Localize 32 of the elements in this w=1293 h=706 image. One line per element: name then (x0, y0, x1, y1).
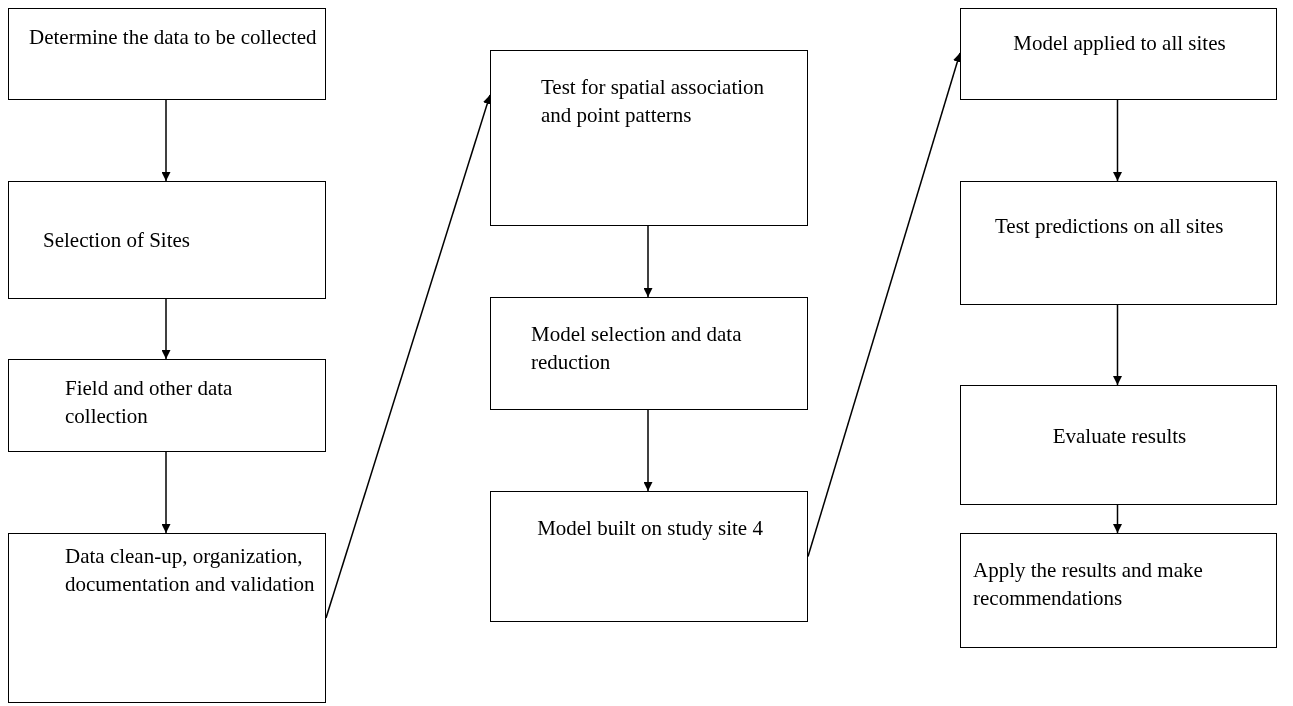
process-box (8, 359, 326, 452)
step-text: Test for spatial association and point patterns (541, 74, 766, 129)
process-box (8, 8, 326, 100)
step-text: Selection of Sites (43, 227, 191, 254)
process-box (8, 181, 326, 299)
process-box (960, 385, 1277, 505)
step-text: Model applied to all sites (1012, 30, 1227, 57)
process-box (960, 533, 1277, 648)
step-text: Field and other data collection (65, 375, 234, 430)
arrow (643, 225, 653, 298)
arrow (1113, 304, 1122, 386)
arrow (161, 298, 171, 360)
process-box (490, 491, 808, 622)
process-box (490, 50, 808, 226)
arrow (807, 52, 962, 558)
arrow (161, 451, 171, 534)
step-text: Evaluate results (1051, 423, 1188, 450)
arrow (1113, 99, 1122, 182)
step-text: Model selection and data reduction (531, 321, 743, 376)
arrow (325, 94, 492, 619)
step-text: Test predictions on all sites (995, 213, 1225, 240)
process-box (8, 533, 326, 703)
step-text: Apply the results and make recommendations (973, 557, 1204, 612)
process-box (960, 8, 1277, 100)
arrow (1113, 504, 1122, 534)
arrow (643, 409, 653, 492)
step-text: Determine the data to be collected (29, 24, 318, 51)
process-box (490, 297, 808, 410)
step-text: Data clean-up, organization, documentation and validation (65, 543, 315, 598)
process-box (960, 181, 1277, 305)
step-text: Model built on study site 4 (536, 515, 764, 542)
arrow (161, 99, 171, 182)
